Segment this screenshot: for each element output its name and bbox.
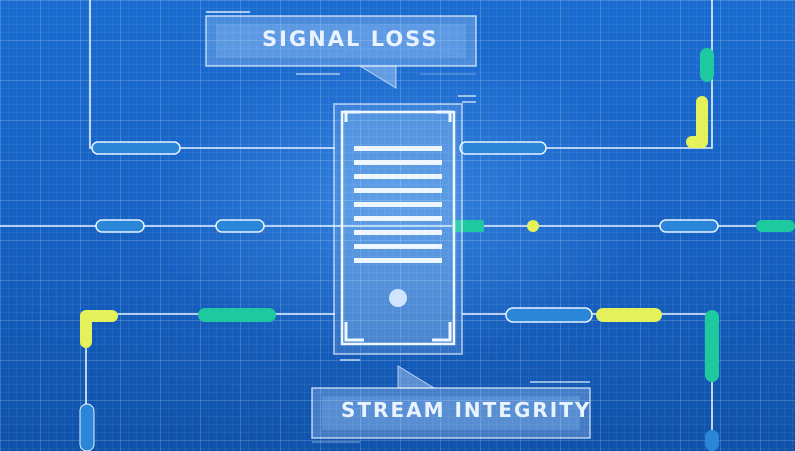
top-callout-panel — [205, 11, 477, 89]
bottom-callout-panel — [311, 365, 591, 443]
signal-loss-label: SIGNAL LOSS — [262, 27, 439, 51]
signal-pills — [79, 48, 795, 451]
phone-document-icon — [333, 95, 476, 361]
stream-integrity-label: STREAM INTEGRITY — [341, 398, 592, 422]
